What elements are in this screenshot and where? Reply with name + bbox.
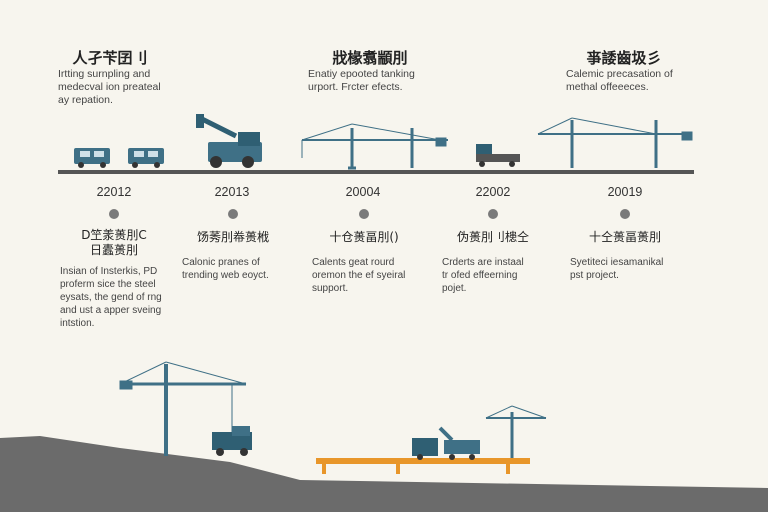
milestone-dot-2 xyxy=(228,209,238,219)
heading-3: 亊諉齒圾彡 xyxy=(586,49,662,67)
van-icon-2 xyxy=(128,148,164,168)
van-icon-1 xyxy=(74,148,110,168)
heading-2: 戕椽翥顓刖 xyxy=(332,49,408,67)
milestone-year-1: 22012 xyxy=(96,185,132,199)
milestone-year-4: 22002 xyxy=(475,185,511,199)
tower-crane-icon-4 xyxy=(485,405,547,458)
top-description-2: Enatiy epooted tanking urport. Frcter ef… xyxy=(308,68,415,93)
milestone-dot-1 xyxy=(109,209,119,219)
milestone-label-2: 饧莠刖帣蒉栰 xyxy=(196,230,269,244)
milestone-description-3: Calents geat rourd oremon the ef syeiral… xyxy=(312,257,406,294)
top-description-3: Calemic precasation of methal offeeeces. xyxy=(566,68,673,93)
milestone-year-5: 20019 xyxy=(607,185,643,199)
ground-terrain xyxy=(0,436,768,512)
tower-crane-icon-1 xyxy=(301,123,448,170)
milestone-label-3: 十仓蒉畐刖() xyxy=(329,230,399,244)
milestone-dot-5 xyxy=(620,209,630,219)
heading-1: 人孑苄囝刂 xyxy=(72,49,148,67)
milestone-year-2: 22013 xyxy=(214,185,250,199)
milestone-description-5: Syetiteci iesamanikal pst project. xyxy=(570,257,664,281)
milestone-description-4: Crderts are instaal tr ofed effeerning p… xyxy=(442,257,524,294)
milestone-dot-3 xyxy=(359,209,369,219)
milestone-description-1: Insian of Insterkis, PD proferm sice the… xyxy=(60,266,162,329)
milestone-year-3: 20004 xyxy=(345,185,381,199)
milestone-label-1: D笁羕蒉刖C 日蠹蒉刖 xyxy=(81,228,147,257)
timeline-bar xyxy=(58,170,694,174)
truck-icon xyxy=(476,144,520,167)
milestone-dot-4 xyxy=(488,209,498,219)
excavator-icon xyxy=(196,114,262,168)
top-description-1: Irtting surnpling and medecval ion preat… xyxy=(58,68,161,106)
milestone-label-5: 十仝蒉畐蒉刖 xyxy=(588,230,661,244)
tower-crane-icon-2 xyxy=(537,117,693,168)
milestone-description-2: Calonic pranes of trending web eoyct. xyxy=(182,257,269,281)
truck-icon-bottom xyxy=(212,426,252,456)
excavator-icon-bottom xyxy=(412,426,480,460)
platform xyxy=(316,458,530,474)
milestone-label-4: 伪蒉刖刂槵仝 xyxy=(456,230,529,244)
